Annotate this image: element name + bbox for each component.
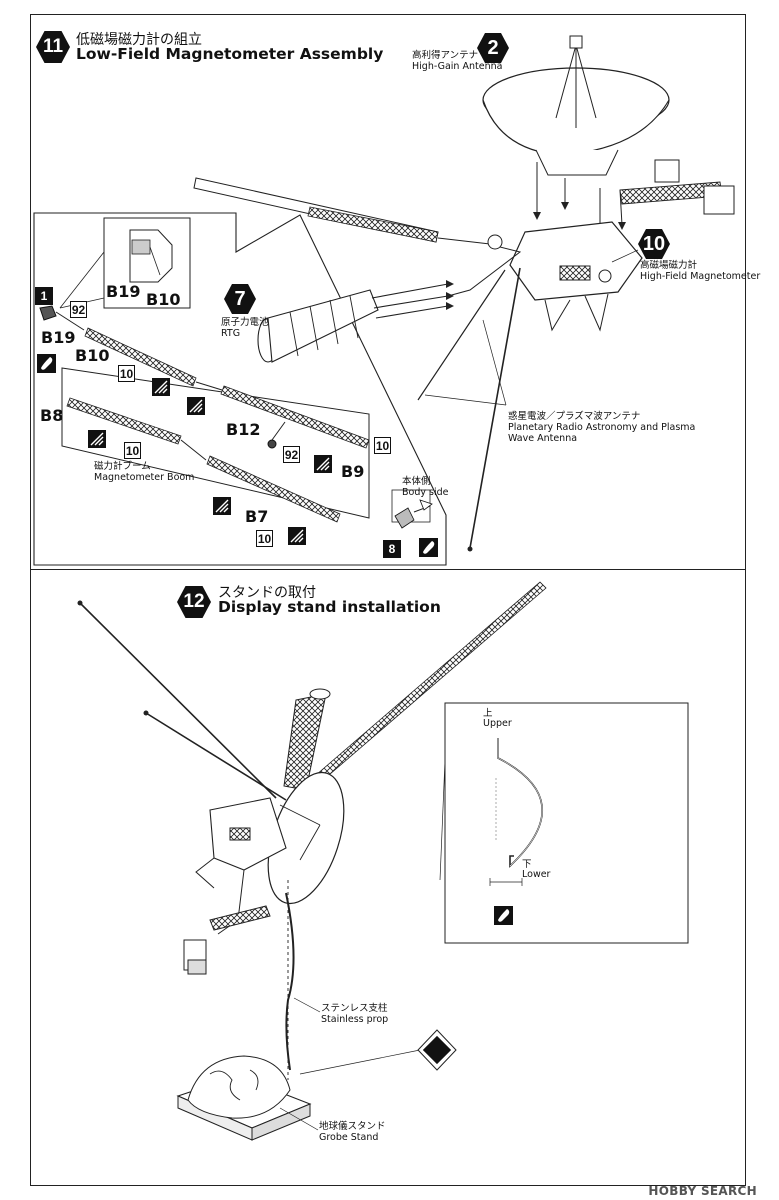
prop-label-en: Stainless prop	[321, 1014, 389, 1025]
color-10-box-d: 10	[256, 530, 273, 547]
part-b8-label: B8	[40, 406, 64, 425]
upper-label-jp: 上	[483, 708, 493, 719]
paint-icon-f	[288, 527, 306, 545]
prop-label-jp: ステンレス支柱	[321, 1003, 388, 1014]
paint-icon-a	[152, 378, 170, 396]
rtg-label-jp: 原子力電池	[221, 317, 269, 328]
step-12-title-en: Display stand installation	[218, 598, 441, 616]
body-side-en: Body side	[402, 487, 449, 498]
part-b7-label: B7	[245, 507, 269, 526]
page-frame	[30, 14, 746, 1186]
step-12-badge: 12	[177, 586, 211, 618]
high-gain-label-en: High-Gain Antenna	[412, 61, 503, 72]
globe-label-en: Grobe Stand	[319, 1132, 379, 1143]
part-b12-label: B12	[226, 420, 261, 439]
watermark: HOBBY SEARCH	[648, 1184, 757, 1198]
part-b10-label: B10	[75, 346, 110, 365]
paint-icon-c	[88, 430, 106, 448]
step-11-title-en: Low-Field Magnetometer Assembly	[76, 45, 384, 63]
antenna-label-en-1: Planetary Radio Astronomy and Plasma	[508, 422, 696, 433]
antenna-label-en-2: Wave Antenna	[508, 433, 578, 444]
diamond-marker-icon	[418, 1030, 457, 1070]
boom-label-jp: 磁力計ブーム	[94, 461, 151, 472]
paint-icon-d	[314, 455, 332, 473]
high-gain-label-jp: 高利得アンテナ	[412, 50, 479, 61]
color-10-box-b: 10	[124, 442, 141, 459]
paint-icon-e	[213, 497, 231, 515]
paint-icon-b	[187, 397, 205, 415]
step-11-title-jp: 低磁場磁力計の組立	[76, 32, 202, 48]
color-10-box-a: 10	[118, 365, 135, 382]
part-b19-label: B19	[41, 328, 76, 347]
detail-b19-label: B19	[106, 282, 141, 301]
ref-high-gain-badge: 2	[477, 32, 509, 64]
detail-b10-label: B10	[146, 290, 181, 309]
part-b9-label: B9	[341, 462, 365, 481]
globe-label-jp: 地球儀スタンド	[319, 1121, 386, 1132]
color-92-box-b: 92	[283, 446, 300, 463]
lower-label-jp: 下	[522, 859, 532, 870]
high-field-label-jp: 高磁場磁力計	[640, 260, 698, 271]
boom-label-en: Magnetometer Boom	[94, 472, 195, 483]
glue-icon-a	[37, 354, 56, 373]
upper-label-en: Upper	[483, 718, 512, 729]
step-1-box: 1	[35, 287, 53, 305]
glue-icon-c	[494, 906, 513, 925]
section-divider	[30, 569, 746, 570]
body-side-jp: 本体側	[402, 476, 431, 487]
high-field-label-en: High-Field Magnetometer	[640, 271, 761, 282]
lower-label-en: Lower	[522, 869, 551, 880]
antenna-label-jp: 惑星電波／プラズマ波アンテナ	[508, 411, 641, 422]
step-8-box: 8	[383, 540, 401, 558]
rtg-label-en: RTG	[221, 328, 241, 339]
color-10-box-c: 10	[374, 437, 391, 454]
color-92-box-a: 92	[70, 301, 87, 318]
glue-icon-b	[419, 538, 438, 557]
step-12-title-jp: スタンドの取付	[218, 585, 316, 601]
